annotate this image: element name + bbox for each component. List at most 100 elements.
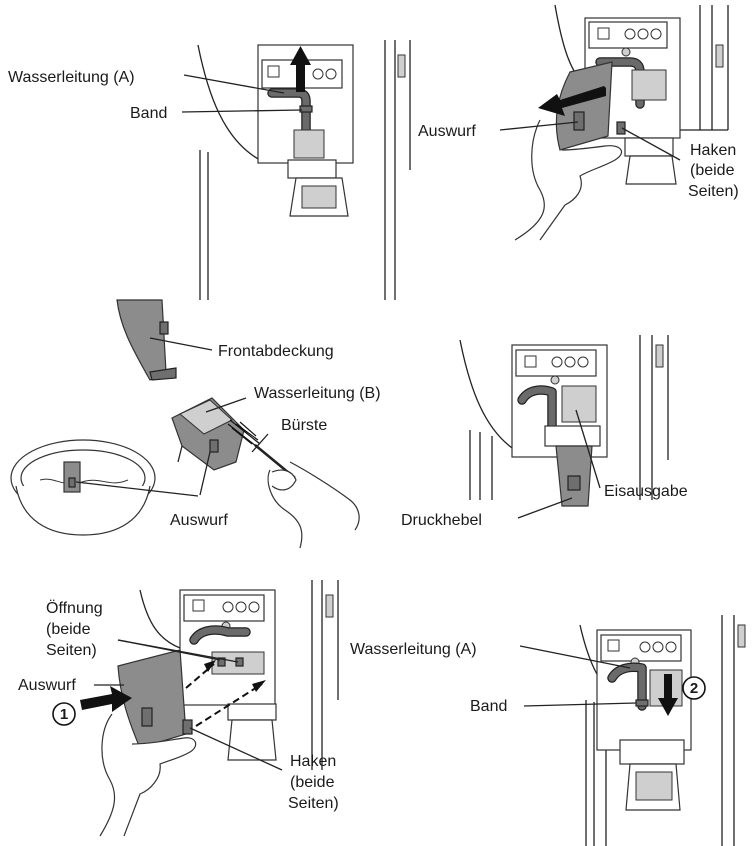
chute [555, 61, 613, 151]
brush-bristles [227, 419, 261, 447]
front-cover-foot [149, 367, 177, 381]
lower-housing [624, 137, 674, 157]
leader-water-line-a [519, 645, 631, 669]
leader-chute [499, 121, 579, 131]
control-panel [600, 634, 682, 662]
label-opening-2: (beide [46, 621, 91, 638]
opening-slot [217, 657, 226, 667]
label-opening-3: Seiten) [46, 642, 97, 659]
panel-dot [312, 68, 324, 80]
leader-chute [199, 451, 211, 496]
panel-square [607, 639, 620, 652]
vent-grill [737, 624, 746, 648]
panel-square [267, 65, 280, 78]
control-panel [588, 21, 668, 49]
label-hook-3: Seiten) [288, 795, 339, 812]
leader-push-lever [517, 497, 573, 519]
panel-dot [551, 356, 563, 368]
label-hook-2: (beide [290, 774, 335, 791]
panel-top-left: Wasserleitung (A) Band [8, 40, 411, 300]
step-1-number: 1 [60, 706, 68, 723]
leader-hook [189, 727, 283, 771]
lower-housing [227, 703, 277, 721]
panel-dot [652, 641, 664, 653]
hand [267, 461, 360, 549]
door-edge [197, 44, 261, 161]
panel-dot [577, 356, 589, 368]
ice-outlet [561, 385, 597, 423]
front-cover-tab [159, 321, 169, 335]
label-band: Band [470, 698, 507, 715]
label-ice-outlet: Eisausgabe [604, 483, 688, 500]
pipe-curve-fill [518, 386, 556, 429]
chute-slot [573, 111, 585, 131]
step-2-number: 2 [690, 680, 698, 697]
vent-grill [655, 344, 664, 368]
panel-dot [235, 601, 247, 613]
part-in-water [63, 461, 81, 493]
ice-outlet [631, 69, 667, 101]
label-opening-1: Öffnung [46, 599, 103, 617]
door-edge [139, 589, 181, 649]
leader-band [181, 109, 303, 113]
hand [514, 119, 623, 241]
panel-dot [624, 28, 636, 40]
chute-hook [182, 719, 193, 735]
leader-brush [251, 433, 269, 453]
panel-dot [222, 601, 234, 613]
align-arrowhead [252, 680, 266, 692]
pipe-screw [621, 47, 631, 57]
chute-part-top [179, 399, 233, 435]
label-water-line-b: Wasserleitung (B) [254, 385, 381, 402]
water-ripple [39, 478, 129, 485]
water-line-a-pipe-fill [268, 89, 310, 134]
water-line-a-pipe-fill [608, 663, 646, 710]
drip-tray [227, 719, 277, 761]
leader-hook [621, 127, 681, 161]
panel-square [597, 27, 610, 40]
leader-chute-bowl [75, 481, 199, 497]
lower-housing [619, 739, 685, 765]
label-hook-3: Seiten) [688, 183, 739, 200]
push-lever-slot [567, 475, 581, 491]
hand [99, 713, 197, 837]
label-front-cover: Frontabdeckung [218, 343, 334, 360]
label-water-line-a: Wasserleitung (A) [8, 69, 135, 86]
up-arrow [290, 46, 311, 92]
part-in-water-slot [68, 477, 76, 488]
step-1-badge [52, 702, 76, 726]
panel-bottom-right: 2 Wasserleitung (A) Band [350, 615, 746, 846]
align-arrow [195, 683, 263, 727]
water-line-pipe-fill [190, 626, 250, 644]
lower-housing [287, 159, 337, 179]
pipe-screw [550, 375, 560, 385]
leader-band [523, 702, 637, 707]
label-push-lever: Druckhebel [401, 512, 482, 529]
drip-tray [625, 155, 677, 185]
step-2-badge [682, 676, 706, 700]
panel-dot [325, 68, 337, 80]
label-hook-2: (beide [690, 162, 735, 179]
drip-tray-inner [301, 185, 337, 209]
insert-arrow [80, 686, 132, 712]
lever-mount [544, 425, 601, 447]
leader-front-cover [149, 337, 213, 351]
align-arrow [185, 663, 215, 689]
vent-grill [715, 44, 724, 68]
chute-mount [293, 129, 325, 159]
align-arrowhead [204, 660, 216, 672]
vent-grill [325, 594, 334, 618]
label-band: Band [130, 105, 167, 122]
label-brush: Bürste [281, 417, 327, 434]
panel-dot [639, 641, 651, 653]
panel-dot [637, 28, 649, 40]
leader-water-line-b [205, 397, 247, 413]
control-panel [183, 594, 265, 622]
panel-square [524, 355, 537, 368]
pull-arrow [538, 86, 606, 116]
bowl-body [15, 485, 151, 536]
label-hook-1: Haken [690, 142, 736, 159]
label-chute: Auswurf [18, 677, 76, 694]
panel-middle-right: Eisausgabe Druckhebel [401, 335, 688, 529]
